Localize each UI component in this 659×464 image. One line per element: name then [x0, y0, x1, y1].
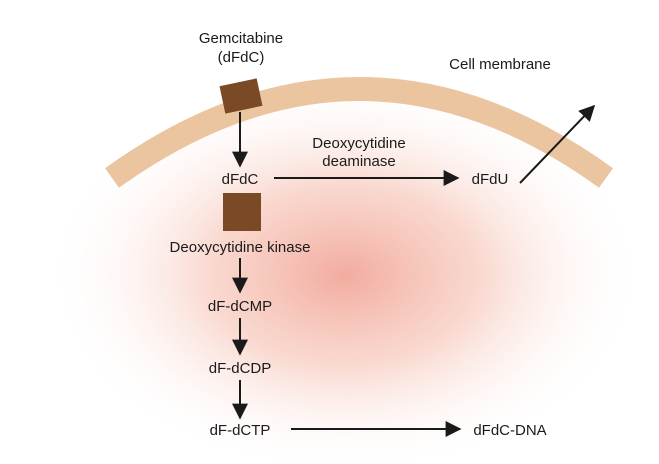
cell-membrane — [105, 77, 614, 188]
cytoplasm-glow — [45, 75, 645, 464]
label-deaminase-line2: deaminase — [322, 153, 395, 170]
label-deaminase-line1: Deoxycytidine — [312, 135, 405, 152]
kinase-box — [223, 193, 261, 231]
label-df-dctp: dF-dCTP — [210, 422, 271, 439]
label-gemcitabine: Gemcitabine — [199, 30, 283, 47]
label-df-dcdp: dF-dCDP — [209, 360, 272, 377]
label-dfdu: dFdU — [472, 171, 509, 188]
arrow-efflux — [519, 104, 596, 184]
label-gemcitabine-abbrev: (dFdC) — [218, 49, 265, 66]
label-dfdc-dna: dFdC-DNA — [473, 422, 546, 439]
label-df-dcmp: dF-dCMP — [208, 298, 272, 315]
label-deoxycytidine-kinase: Deoxycytidine kinase — [170, 239, 311, 256]
label-cell-membrane: Cell membrane — [449, 56, 551, 73]
membrane-transporter — [219, 78, 263, 114]
label-dfdc: dFdC — [222, 171, 259, 188]
